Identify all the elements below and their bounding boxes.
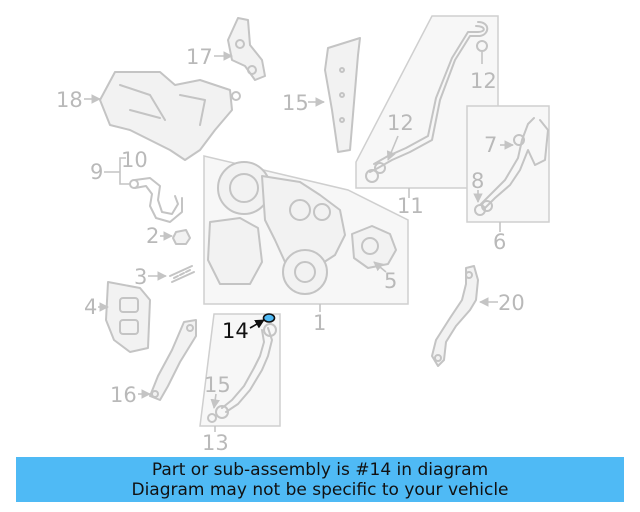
heat-shield-part <box>99 71 241 161</box>
label-part-15: 15 <box>204 373 231 397</box>
oil-line-group <box>355 15 499 189</box>
label-part-18: 17 <box>186 45 213 69</box>
vacuum-hose-part <box>129 177 183 223</box>
label-part-12b: 12 <box>387 111 414 135</box>
turbo-gasket-part <box>105 281 151 353</box>
label-part-19: 18 <box>56 88 83 112</box>
label-part-17: 16 <box>110 383 137 407</box>
label-part-2: 2 <box>146 224 159 248</box>
label-part-8: 8 <box>471 169 484 193</box>
label-part-20: 20 <box>498 291 525 315</box>
highlighted-seal-part <box>262 313 276 323</box>
label-part-7: 7 <box>484 133 497 157</box>
label-part-3: 3 <box>134 265 147 289</box>
nut-part <box>172 229 191 245</box>
part-labels: 17 18 15 12 12 11 7 8 6 9 10 2 3 4 5 1 2… <box>56 45 525 455</box>
support-bracket-part <box>431 265 479 367</box>
label-part-4: 4 <box>84 295 97 319</box>
label-part-10: 10 <box>121 148 148 172</box>
gasket-strip-part <box>324 37 361 153</box>
stud-part <box>169 265 195 283</box>
label-part-12a: 12 <box>470 69 497 93</box>
label-part-14: 14 <box>222 319 249 343</box>
actuator-part <box>351 225 397 269</box>
label-part-16: 15 <box>282 91 309 115</box>
bracket-strip-part <box>149 319 197 401</box>
label-part-11: 11 <box>397 194 424 218</box>
label-part-9: 9 <box>90 160 103 184</box>
leader-lines <box>84 51 514 432</box>
label-part-1: 1 <box>313 311 326 335</box>
banner-line-1: Part or sub-assembly is #14 in diagram <box>151 459 489 480</box>
coolant-line-group <box>466 105 550 223</box>
oil-return-group <box>199 313 281 427</box>
info-banner: Part or sub-assembly is #14 in diagram D… <box>16 457 624 502</box>
label-part-13: 13 <box>202 431 229 455</box>
label-part-5: 5 <box>384 269 397 293</box>
banner-line-2: Diagram may not be specific to your vehi… <box>131 479 509 500</box>
label-part-6: 6 <box>493 230 506 254</box>
turbocharger-group <box>203 155 409 305</box>
bracket-part <box>227 17 266 81</box>
